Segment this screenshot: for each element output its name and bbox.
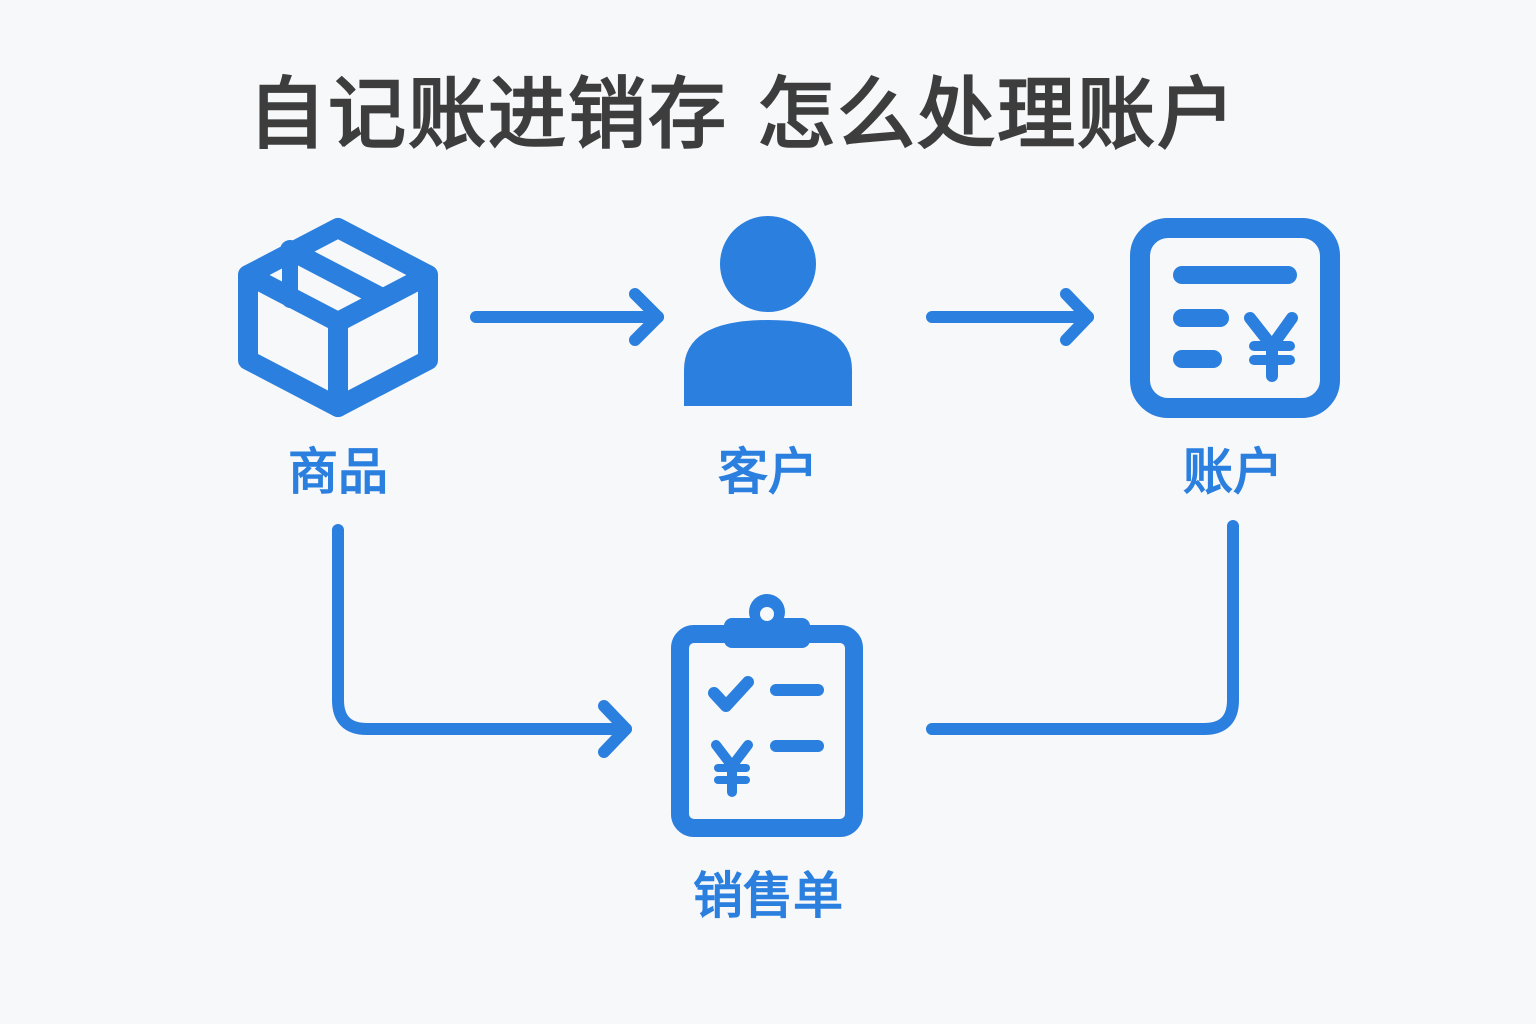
node-label-customer: 客户 [718,443,818,501]
box-icon [238,218,438,417]
page-title: 自记账进销存 怎么处理账户 [248,70,1238,160]
node-label-account: 账户 [1183,443,1283,501]
arrow-goods-to-sales-order [332,524,632,758]
person-icon [684,216,852,406]
node-label-goods: 商品 [288,443,388,501]
arrow-goods-to-customer [470,288,664,346]
clipboard-yen-icon [671,594,863,837]
connector-account-to-sales-order [926,520,1239,735]
ledger-yen-icon [1130,218,1340,418]
node-label-sales-order: 销售单 [693,867,843,925]
arrow-customer-to-account [926,288,1094,346]
